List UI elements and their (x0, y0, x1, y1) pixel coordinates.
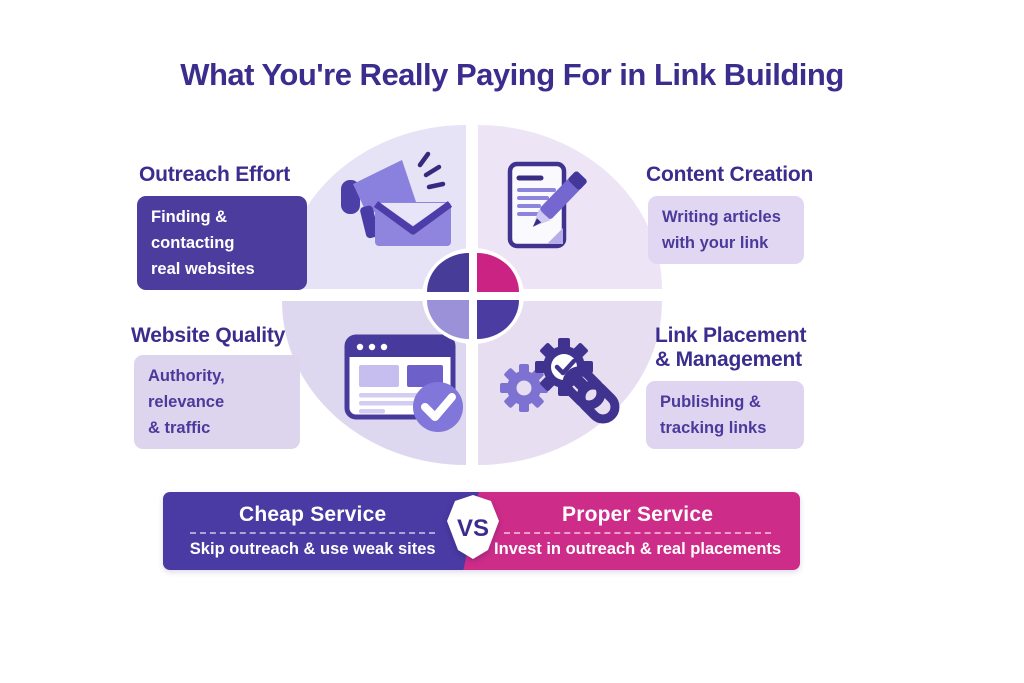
pill-link-placement: Publishing & tracking links (646, 381, 804, 450)
heading-line: & Management (655, 347, 802, 371)
mini-quadrant-bottom-left (427, 300, 469, 339)
heading-line: Link Placement (655, 324, 807, 347)
heading-content-creation: Content Creation (646, 163, 814, 186)
dashed-divider (189, 532, 436, 534)
pill-line: Writing articles (662, 208, 781, 226)
cheap-service-panel: Cheap Service Skip outreach & use weak s… (163, 492, 462, 570)
proper-service-panel: Proper Service Invest in outreach & real… (475, 492, 800, 570)
page-title: What You're Really Paying For in Link Bu… (180, 57, 844, 92)
gears-chain-icon (486, 325, 626, 440)
pill-line: tracking links (660, 419, 767, 438)
pill-website-quality: Authority, relevance & traffic (134, 355, 300, 450)
heading-link-placement: Link Placement & Management (655, 324, 806, 371)
pill-outreach-effort: Finding & contacting real websites (137, 196, 307, 291)
pill-content-creation: Writing articles with your link (648, 196, 804, 265)
pill-line: Publishing & (660, 393, 761, 411)
mini-quadrant-bottom-right (477, 300, 519, 339)
dashed-divider (504, 532, 771, 534)
pill-line: real websites (151, 260, 255, 279)
proper-service-subtitle: Invest in outreach & real placements (494, 540, 782, 558)
pill-line: with your link (662, 234, 769, 253)
pill-line: & traffic (148, 419, 211, 438)
browser-check-icon (341, 331, 465, 438)
pill-line: Finding & contacting (151, 208, 235, 253)
proper-service-title: Proper Service (562, 503, 714, 526)
heading-outreach-effort: Outreach Effort (139, 163, 291, 186)
vs-shield-badge: VS (447, 495, 499, 559)
vs-label: VS (457, 515, 489, 542)
pill-line: Authority, relevance (148, 367, 225, 412)
cheap-service-subtitle: Skip outreach & use weak sites (189, 540, 436, 558)
heading-website-quality: Website Quality (131, 324, 286, 347)
cheap-service-title: Cheap Service (239, 503, 387, 526)
mini-quadrant-top-right (477, 253, 519, 292)
document-pencil-icon (497, 156, 587, 261)
mini-wheel-ring (422, 248, 524, 344)
mini-quadrant-top-left (427, 253, 469, 292)
megaphone-email-icon (323, 150, 455, 255)
center-mini-wheel (422, 248, 524, 344)
